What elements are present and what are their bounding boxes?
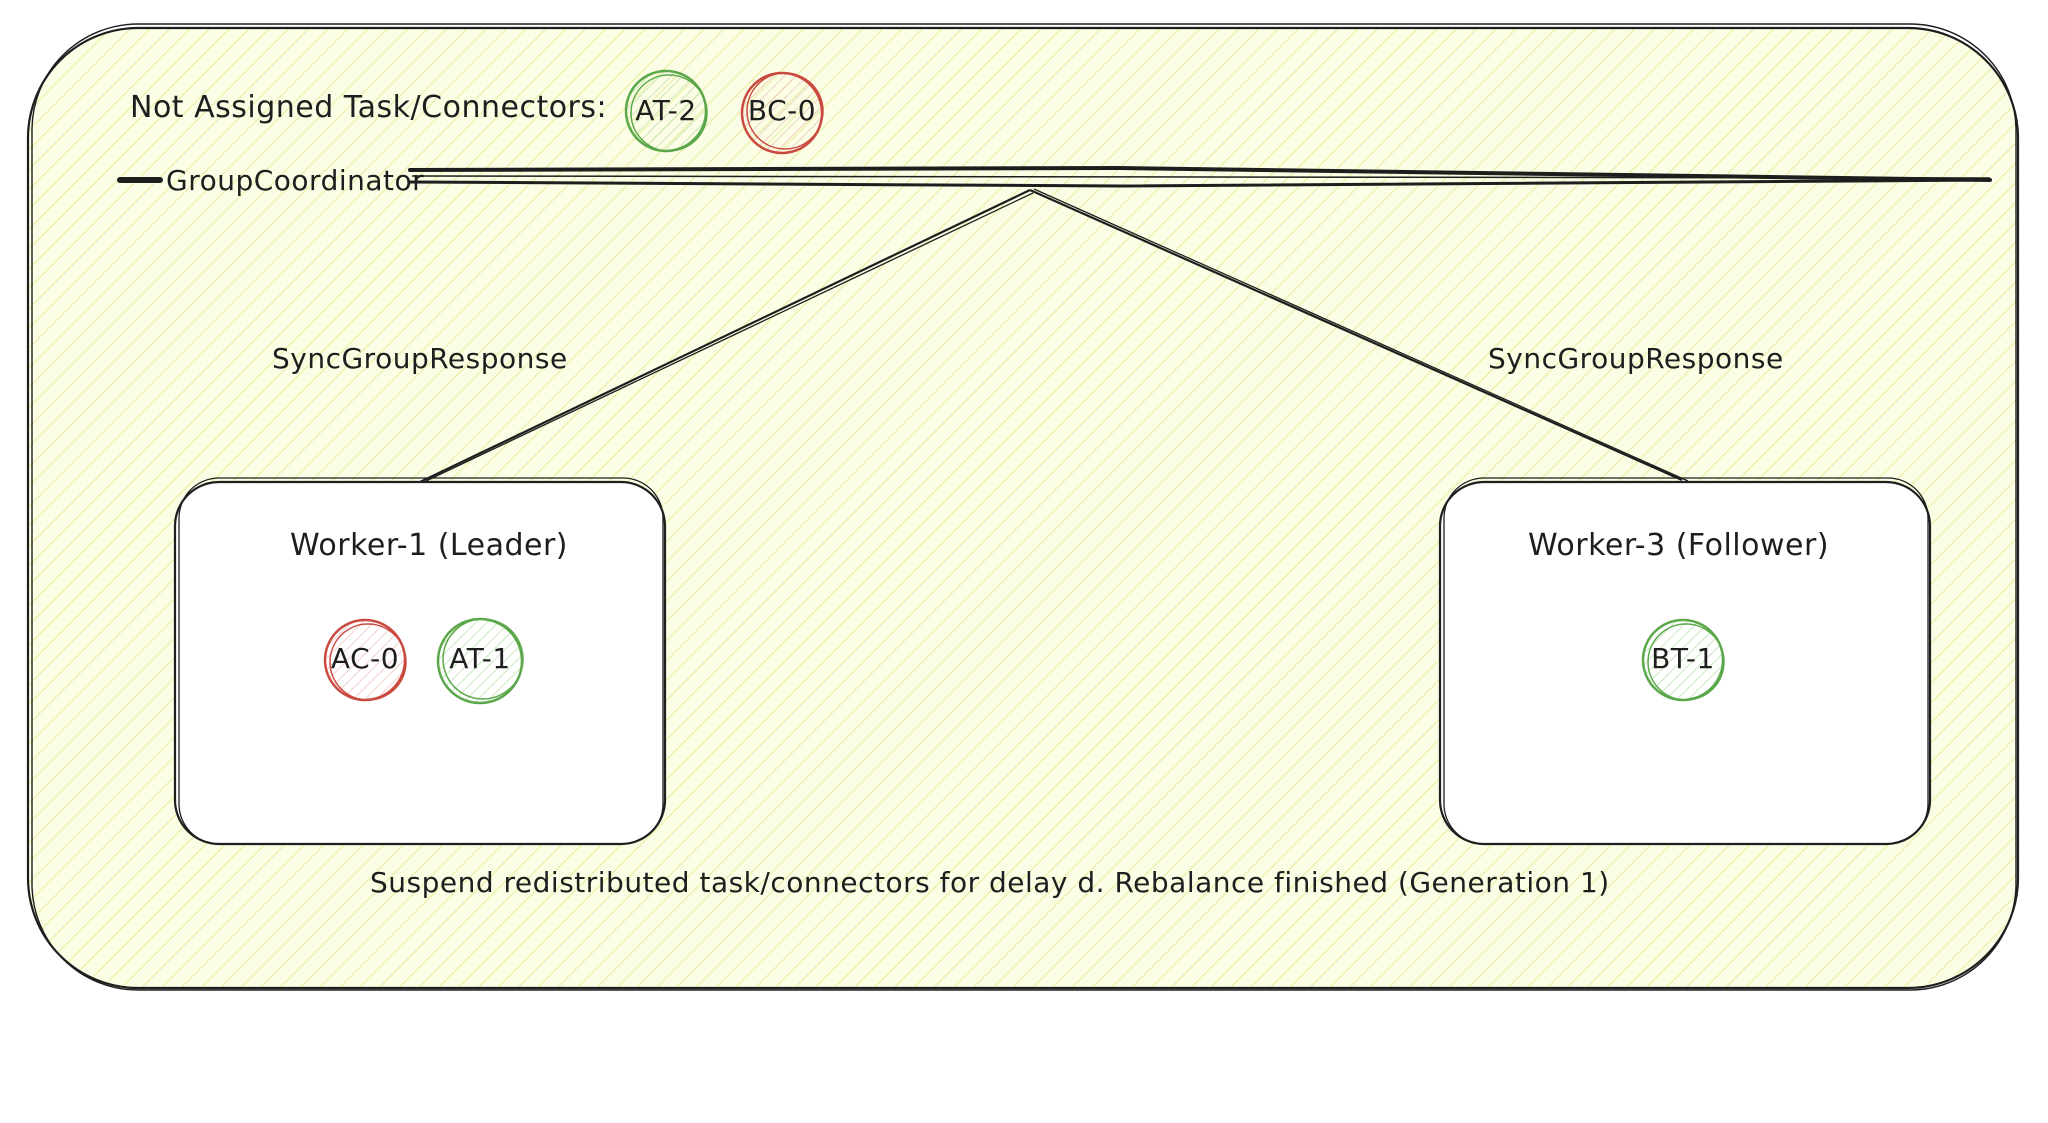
worker-3-title: Worker-3 (Follower) <box>1528 528 1830 563</box>
group-coordinator-bar <box>117 165 1992 188</box>
chip-ac-0-label: AC-0 <box>330 642 400 675</box>
unassigned-label: Not Assigned Task/Connectors: <box>130 90 608 125</box>
sync-response-left-label: SyncGroupResponse <box>272 342 568 375</box>
worker-1-title: Worker-1 (Leader) <box>290 528 568 563</box>
footer-note: Suspend redistributed task/connectors fo… <box>370 866 1610 899</box>
sync-line-right <box>1029 188 1689 482</box>
chip-at-1-label: AT-1 <box>449 642 511 675</box>
chip-bt-1-label: BT-1 <box>1651 642 1715 675</box>
worker-1-box <box>173 477 667 846</box>
group-coordinator-label: GroupCoordinator <box>166 164 425 197</box>
chip-at-1-circle <box>436 617 524 705</box>
chip-ac-0-circle <box>323 618 407 702</box>
chip-bc-0-circle <box>740 71 824 155</box>
chip-bc-0-label: BC-0 <box>747 94 817 127</box>
chip-bt-1-circle <box>1641 618 1725 702</box>
sync-response-right-label: SyncGroupResponse <box>1488 342 1784 375</box>
chip-at-2-circle <box>624 69 708 153</box>
sync-line-left <box>419 189 1034 483</box>
chip-at-2-label: AT-2 <box>635 94 697 127</box>
